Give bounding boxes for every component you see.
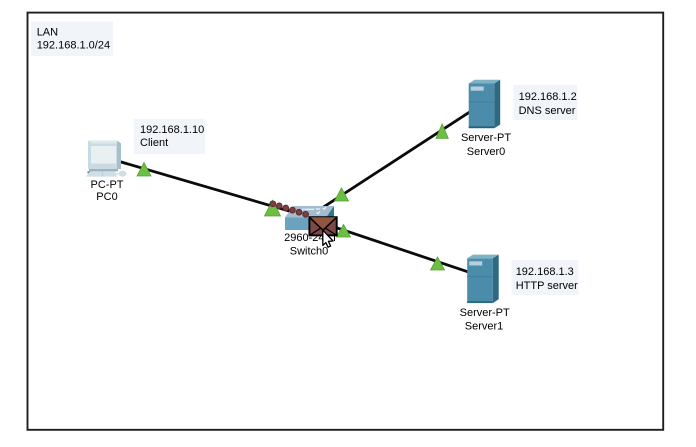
svg-text:192.168.1.10: 192.168.1.10 xyxy=(140,124,204,136)
svg-text:LAN: LAN xyxy=(37,27,58,39)
svg-text:Server-PT: Server-PT xyxy=(460,307,510,319)
svg-text:Switch0: Switch0 xyxy=(290,245,329,257)
svg-text:DNS server: DNS server xyxy=(519,105,576,117)
svg-text:192.168.1.2: 192.168.1.2 xyxy=(519,91,577,103)
svg-text:HTTP server: HTTP server xyxy=(516,280,578,292)
svg-text:Server1: Server1 xyxy=(465,321,504,333)
svg-text:PC0: PC0 xyxy=(96,191,117,203)
svg-text:192.168.1.0/24: 192.168.1.0/24 xyxy=(37,40,110,52)
svg-text:Client: Client xyxy=(140,137,168,149)
svg-text:Server-PT: Server-PT xyxy=(461,132,511,144)
svg-text:192.168.1.3: 192.168.1.3 xyxy=(516,266,574,278)
svg-text:Server0: Server0 xyxy=(467,146,506,158)
svg-text:PC-PT: PC-PT xyxy=(91,179,124,191)
